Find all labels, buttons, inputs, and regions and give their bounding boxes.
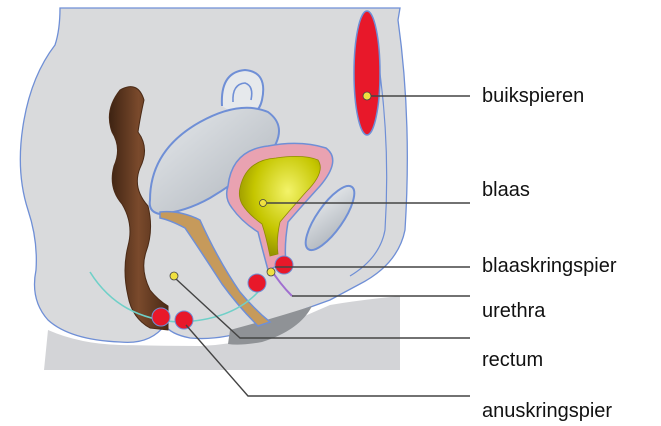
bladder-sphincter-marker <box>267 268 275 276</box>
anal-sphincter-left <box>152 308 170 326</box>
anal-sphincter-right <box>175 311 193 329</box>
label-buikspieren: buikspieren <box>482 86 584 106</box>
bladder-marker <box>260 200 267 207</box>
label-anuskringspier: anuskringspier <box>482 401 612 421</box>
label-blaas: blaas <box>482 180 530 200</box>
label-urethra: urethra <box>482 301 545 321</box>
label-blaaskringspier: blaaskringspier <box>482 256 617 276</box>
bladder-sphincter-upper <box>275 256 293 274</box>
abdominal-muscle-marker <box>363 92 371 100</box>
bladder-sphincter-lower <box>248 274 266 292</box>
abdominal-muscle <box>354 11 380 135</box>
label-rectum: rectum <box>482 350 543 370</box>
